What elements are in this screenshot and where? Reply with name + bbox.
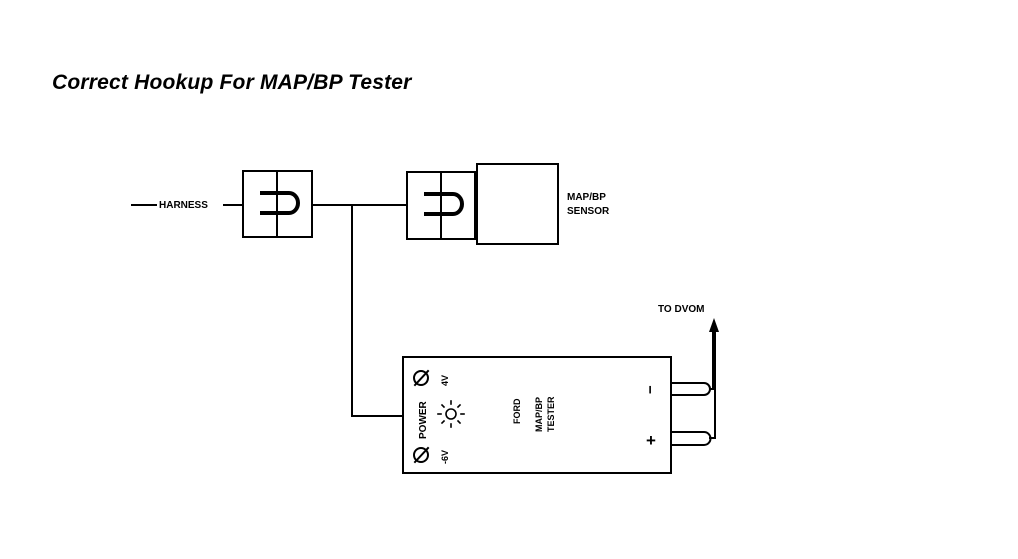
tester-label-model: MAP/BP: [534, 397, 544, 432]
minus-output-lead: [670, 382, 711, 396]
high-voltage-label: 4V: [440, 375, 450, 386]
ford-map-bp-tester: [402, 356, 672, 474]
dvom-arrow-icon: [709, 318, 719, 332]
harness-connector: [242, 170, 313, 238]
sensor-label-line2: SENSOR: [567, 206, 610, 217]
plus-output-lead: [670, 431, 712, 446]
plus-terminal-label: +: [646, 431, 656, 450]
map-bp-sensor-box: [476, 163, 559, 245]
connector-clip-icon-2: [424, 192, 464, 216]
harness-label: HARNESS: [159, 200, 208, 211]
tester-label-tester: TESTER: [546, 396, 556, 432]
dvom-wire: [709, 324, 714, 390]
low-voltage-label: -6V: [440, 450, 450, 464]
power-indicator-icon: [437, 400, 465, 428]
voltage-switch-icon: [413, 446, 430, 464]
tester-label-ford: FORD: [512, 398, 522, 424]
minus-terminal-label: −: [642, 385, 659, 394]
page-title: Correct Hookup For MAP/BP Tester: [52, 71, 412, 94]
connector-clip-icon: [260, 191, 300, 215]
dvom-wire-2: [709, 325, 716, 439]
power-label: POWER: [418, 400, 429, 439]
sensor-label-line1: MAP/BP: [567, 192, 606, 203]
power-switch-icon: [413, 369, 430, 387]
dvom-label: TO DVOM: [658, 304, 704, 315]
sensor-connector: [406, 171, 476, 240]
